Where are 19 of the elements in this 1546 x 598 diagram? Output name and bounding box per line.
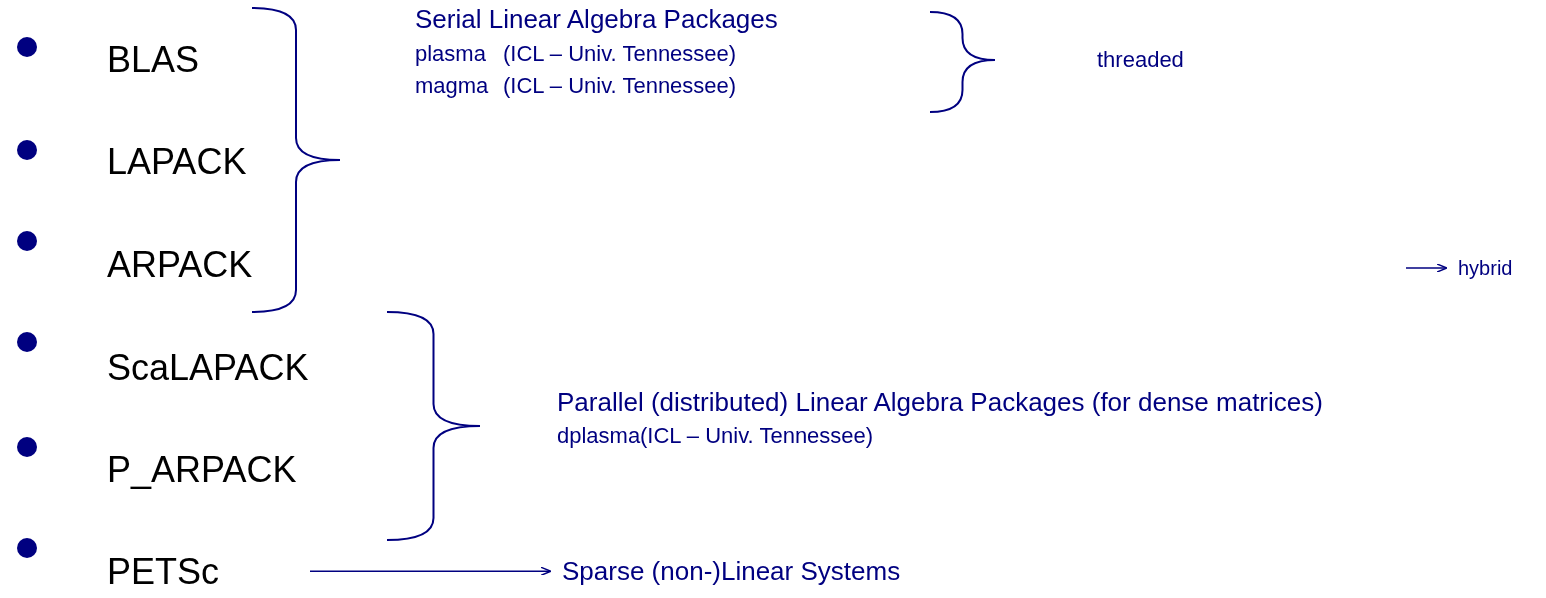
library-name: BLAS: [107, 40, 200, 80]
result-text: hybrid: [1458, 257, 1513, 279]
library-name: ScaLAPACK: [107, 348, 309, 388]
arrow: [1405, 263, 1448, 273]
library-name: ARPACK: [107, 245, 253, 285]
group-note: threaded: [1097, 48, 1184, 73]
result-text: Sparse (non-)Linear Systems: [562, 557, 901, 586]
package-name: dplasma: [557, 424, 641, 449]
package-origin: (ICL – Univ. Tennessee): [503, 74, 737, 99]
library-name: PETSc: [107, 552, 220, 592]
library-name: P_ARPACK: [107, 450, 297, 490]
group-heading: Parallel (distributed) Linear Algebra Packages (for dense matrices): [557, 388, 1323, 417]
package-origin: (ICL – Univ. Tennessee): [503, 42, 737, 67]
arrow: [309, 566, 552, 577]
package-name: magma: [415, 74, 489, 99]
library-name: LAPACK: [107, 142, 247, 182]
package-name: plasma: [415, 42, 486, 67]
package-origin: (ICL – Univ. Tennessee): [640, 424, 874, 449]
group-heading: Serial Linear Algebra Packages: [415, 5, 778, 34]
